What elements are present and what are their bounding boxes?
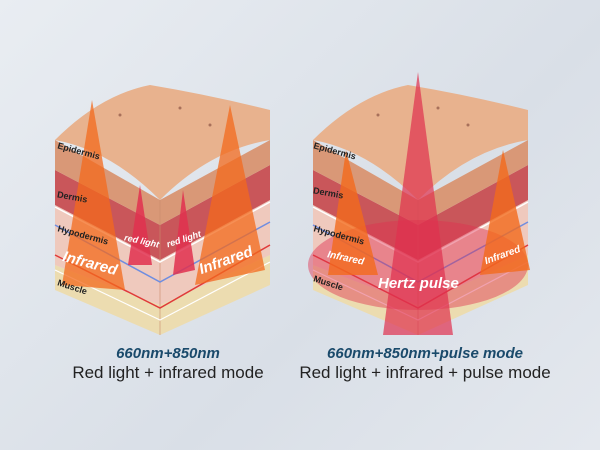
red-light-beam (173, 190, 195, 275)
right-caption-subtitle: Red light + infrared + pulse mode (299, 363, 551, 382)
left-caption: 660nm+850nm Red light + infrared mode (18, 345, 318, 383)
skin-block-right (308, 72, 530, 336)
left-caption-subtitle: Red light + infrared mode (72, 363, 264, 382)
right-caption: 660nm+850nm+pulse mode Red light + infra… (275, 345, 575, 383)
infrared-beam (328, 150, 378, 275)
pulse-beam (383, 72, 453, 335)
left-caption-title: 660nm+850nm (116, 345, 220, 362)
skin-block-left (54, 84, 271, 336)
red-light-beam (128, 185, 152, 265)
infrared-beam (480, 150, 530, 275)
hertz-pulse-label: Hertz pulse (378, 275, 459, 292)
infrared-beam (195, 105, 265, 285)
infrared-beam (62, 100, 125, 290)
right-caption-title: 660nm+850nm+pulse mode (327, 345, 523, 362)
